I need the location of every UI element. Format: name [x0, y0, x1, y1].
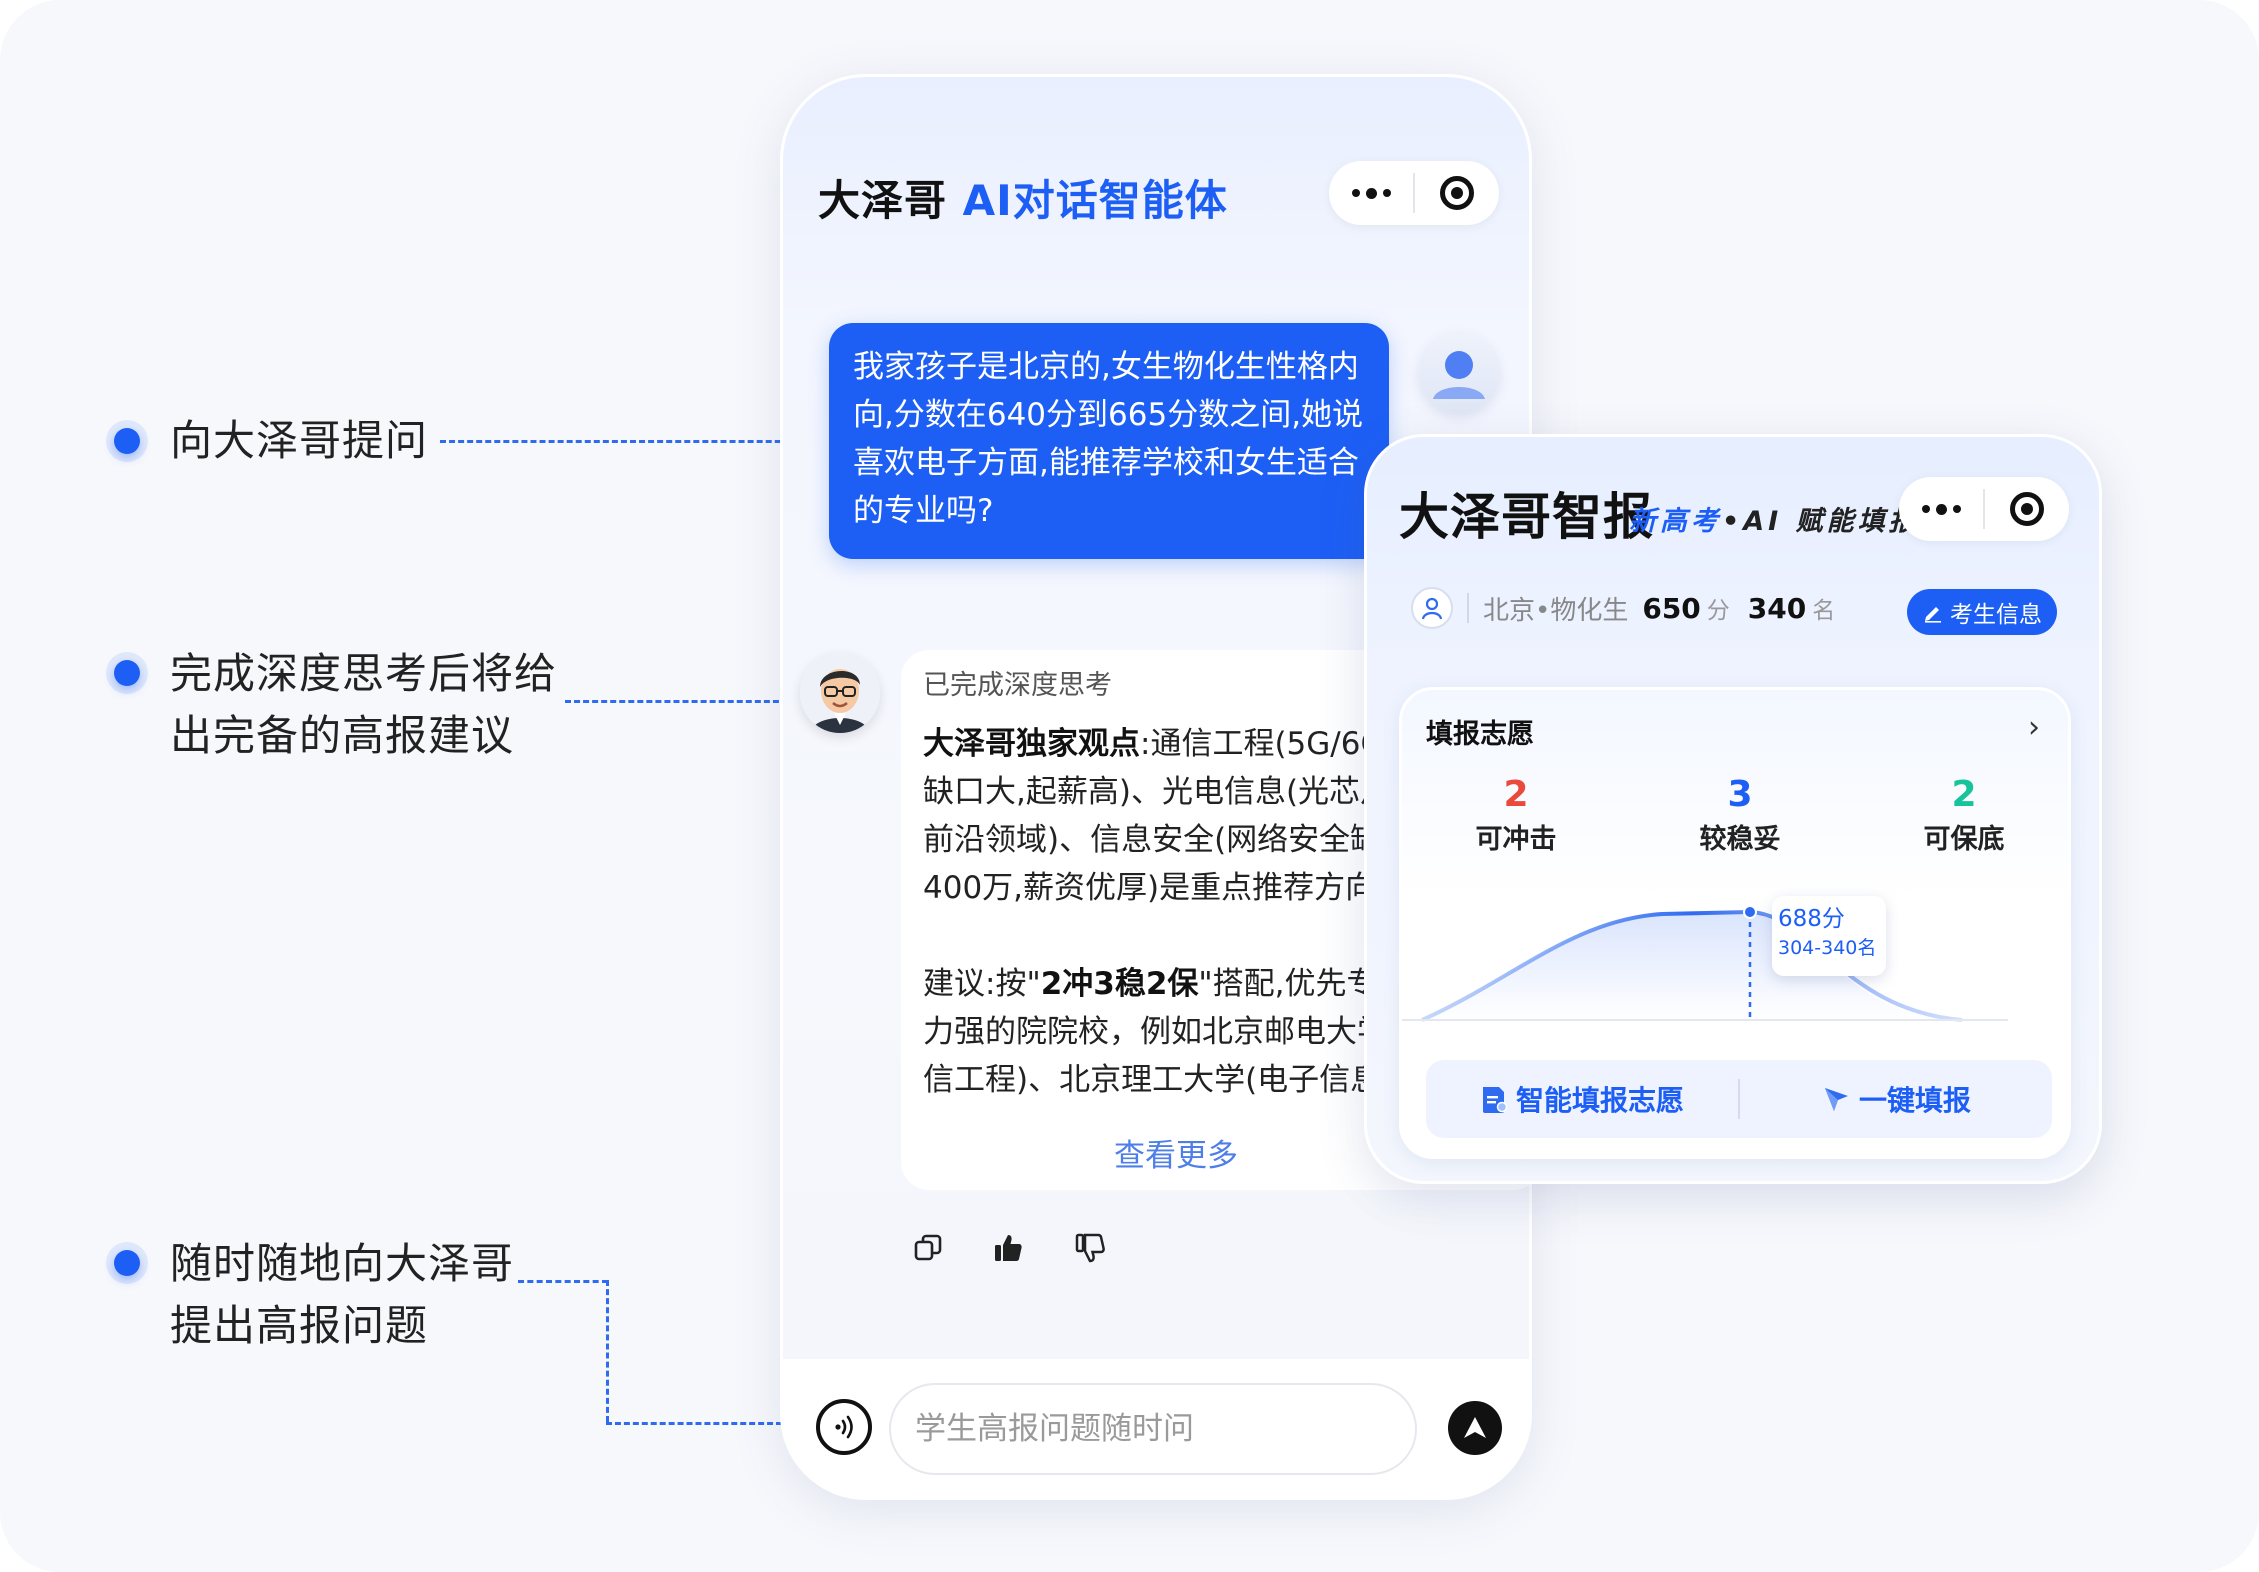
mini-program-capsule — [1899, 477, 2069, 541]
reply-line-bold: 大泽哥独家观点 — [923, 726, 1140, 762]
connector-line — [518, 1280, 608, 1283]
divider — [1738, 1079, 1740, 1119]
connector-line — [565, 700, 797, 703]
smart-fill-label: 智能填报志愿 — [1515, 1084, 1684, 1117]
more-button[interactable] — [1329, 161, 1413, 225]
reply-line-bold: 2冲3稳2保 — [1040, 966, 1199, 1002]
target-icon — [1440, 176, 1474, 210]
divider — [1467, 593, 1469, 623]
annotation-text: 随时随地向大泽哥 提出高报问题 — [170, 1239, 515, 1350]
score-value: 650 — [1642, 591, 1701, 625]
tooltip-rank-range: 304-340名 — [1778, 937, 1877, 959]
more-icon — [1921, 503, 1961, 515]
stat-label: 可冲击 — [1475, 824, 1557, 855]
user-avatar-icon — [1433, 351, 1485, 399]
reply-line-text: :通信工程(5G/6G — [1140, 726, 1385, 762]
stat-match[interactable]: 3 较稳妥 — [1670, 772, 1810, 862]
panel-actions: 智能填报志愿 一键填报 — [1426, 1060, 2052, 1138]
capsule-divider — [1983, 489, 1985, 529]
user-avatar — [1419, 333, 1499, 413]
connector-line — [606, 1280, 609, 1422]
reply-line-text: 建议:按" — [923, 966, 1041, 1002]
chat-title: 大泽哥 AI对话智能体 — [818, 167, 1228, 228]
view-more-link[interactable]: 查看更多 — [1114, 1138, 1238, 1174]
score-tooltip: 688分 304-340名 — [1772, 896, 1886, 976]
mini-program-capsule — [1329, 161, 1499, 225]
user-message-bubble: 我家孩子是北京的,女生物化生性格内向,分数在640分到665分数之间,她说喜欢电… — [829, 323, 1389, 559]
reply-line: 力强的院院校，例如北京邮电大学 — [923, 1014, 1388, 1050]
annotation-text: 完成深度思考后将给 出完备的高报建议 — [170, 649, 558, 760]
card-subtitle-text: •AI 赋能填报 — [1722, 506, 1920, 537]
chat-title-prefix: 大泽哥 — [818, 176, 963, 225]
close-button[interactable] — [1985, 477, 2069, 541]
more-icon — [1351, 187, 1391, 199]
capsule-divider — [1413, 173, 1415, 213]
edit-icon — [1925, 607, 1941, 623]
bullet-dot — [114, 660, 140, 686]
close-button[interactable] — [1415, 161, 1499, 225]
thumbs-up-icon[interactable] — [993, 1233, 1023, 1263]
student-info-button[interactable]: 考生信息 — [1907, 589, 2057, 635]
connector-line — [606, 1422, 782, 1425]
send-button[interactable] — [1448, 1401, 1502, 1455]
reply-line: 大泽哥独家观点:通信工程(5G/6G — [923, 720, 1529, 768]
student-info-row: 北京•物化生 650 分 340 名 — [1411, 587, 1853, 629]
rank-unit: 名 — [1812, 598, 1836, 624]
one-click-fill-label: 一键填报 — [1858, 1084, 1971, 1117]
card-subtitle: 新高考•AI 赋能填报 — [1629, 499, 1920, 538]
send-icon — [1464, 1417, 1486, 1438]
assistant-avatar — [800, 653, 880, 733]
stat-reach[interactable]: 2 可冲击 — [1446, 772, 1586, 862]
assistant-face-icon — [800, 653, 880, 733]
smart-fill-button[interactable]: 智能填报志愿 — [1426, 1079, 1738, 1119]
stat-value: 2 — [1503, 774, 1529, 815]
cursor-icon — [1824, 1088, 1848, 1111]
question-input[interactable] — [889, 1383, 1417, 1475]
application-panel: 填报志愿 › 2 可冲击 3 较稳妥 2 可保底 — [1399, 687, 2071, 1159]
voice-wave-icon — [835, 1415, 853, 1439]
reply-line: 前沿领域)、信息安全(网络安全缺口 — [923, 822, 1413, 858]
annotation-text: 向大泽哥提问 — [170, 416, 429, 465]
bullet-dot — [114, 428, 140, 454]
one-click-fill-button[interactable]: 一键填报 — [1740, 1079, 2052, 1119]
thinking-status: 已完成深度思考 — [923, 670, 1112, 701]
document-icon — [1482, 1087, 1508, 1113]
smart-report-card: 大泽哥智报 新高考•AI 赋能填报 北京•物化生 650 分 340 名 考生信… — [1364, 434, 2102, 1184]
reply-line: 缺口大,起薪高)、光电信息(光芯片 — [923, 774, 1392, 810]
reply-line: 建议:按"2冲3稳2保"搭配,优先专 — [923, 960, 1529, 1008]
connector-line — [440, 440, 826, 443]
card-subtitle-highlight: 新高考 — [1629, 506, 1722, 537]
reply-line: 信工程)、北京理工大学(电子信息 — [923, 1062, 1382, 1098]
stat-safe[interactable]: 2 可保底 — [1894, 772, 2034, 862]
stat-value: 3 — [1727, 774, 1753, 815]
voice-button[interactable] — [816, 1399, 872, 1455]
bullet-dot — [114, 1250, 140, 1276]
panel-title: 填报志愿 — [1426, 719, 1534, 750]
stat-label: 可保底 — [1923, 824, 2005, 855]
input-bar — [783, 1359, 1529, 1497]
copy-icon[interactable] — [913, 1233, 943, 1263]
card-title: 大泽哥智报 — [1399, 488, 1654, 546]
stat-value: 2 — [1951, 774, 1977, 815]
chat-title-ai: AI对话智能体 — [962, 176, 1228, 225]
message-actions — [913, 1233, 1105, 1263]
chevron-right-icon[interactable]: › — [2028, 710, 2040, 745]
more-button[interactable] — [1899, 477, 1983, 541]
thumbs-down-icon[interactable] — [1075, 1233, 1105, 1263]
student-info-label: 考生信息 — [1950, 602, 2042, 628]
target-icon — [2010, 492, 2044, 526]
tooltip-score: 688分 — [1778, 906, 1845, 932]
stat-label: 较稳妥 — [1699, 824, 1781, 855]
reply-line-text: "搭配,优先专 — [1198, 966, 1378, 1002]
location-subjects: 北京•物化生 — [1483, 595, 1629, 626]
distribution-curve — [1402, 905, 2008, 1022]
reply-line: 400万,薪资优厚)是重点推荐方向 — [923, 870, 1377, 906]
rank-value: 340 — [1747, 591, 1807, 625]
user-icon — [1411, 587, 1453, 629]
score-unit: 分 — [1706, 598, 1730, 624]
